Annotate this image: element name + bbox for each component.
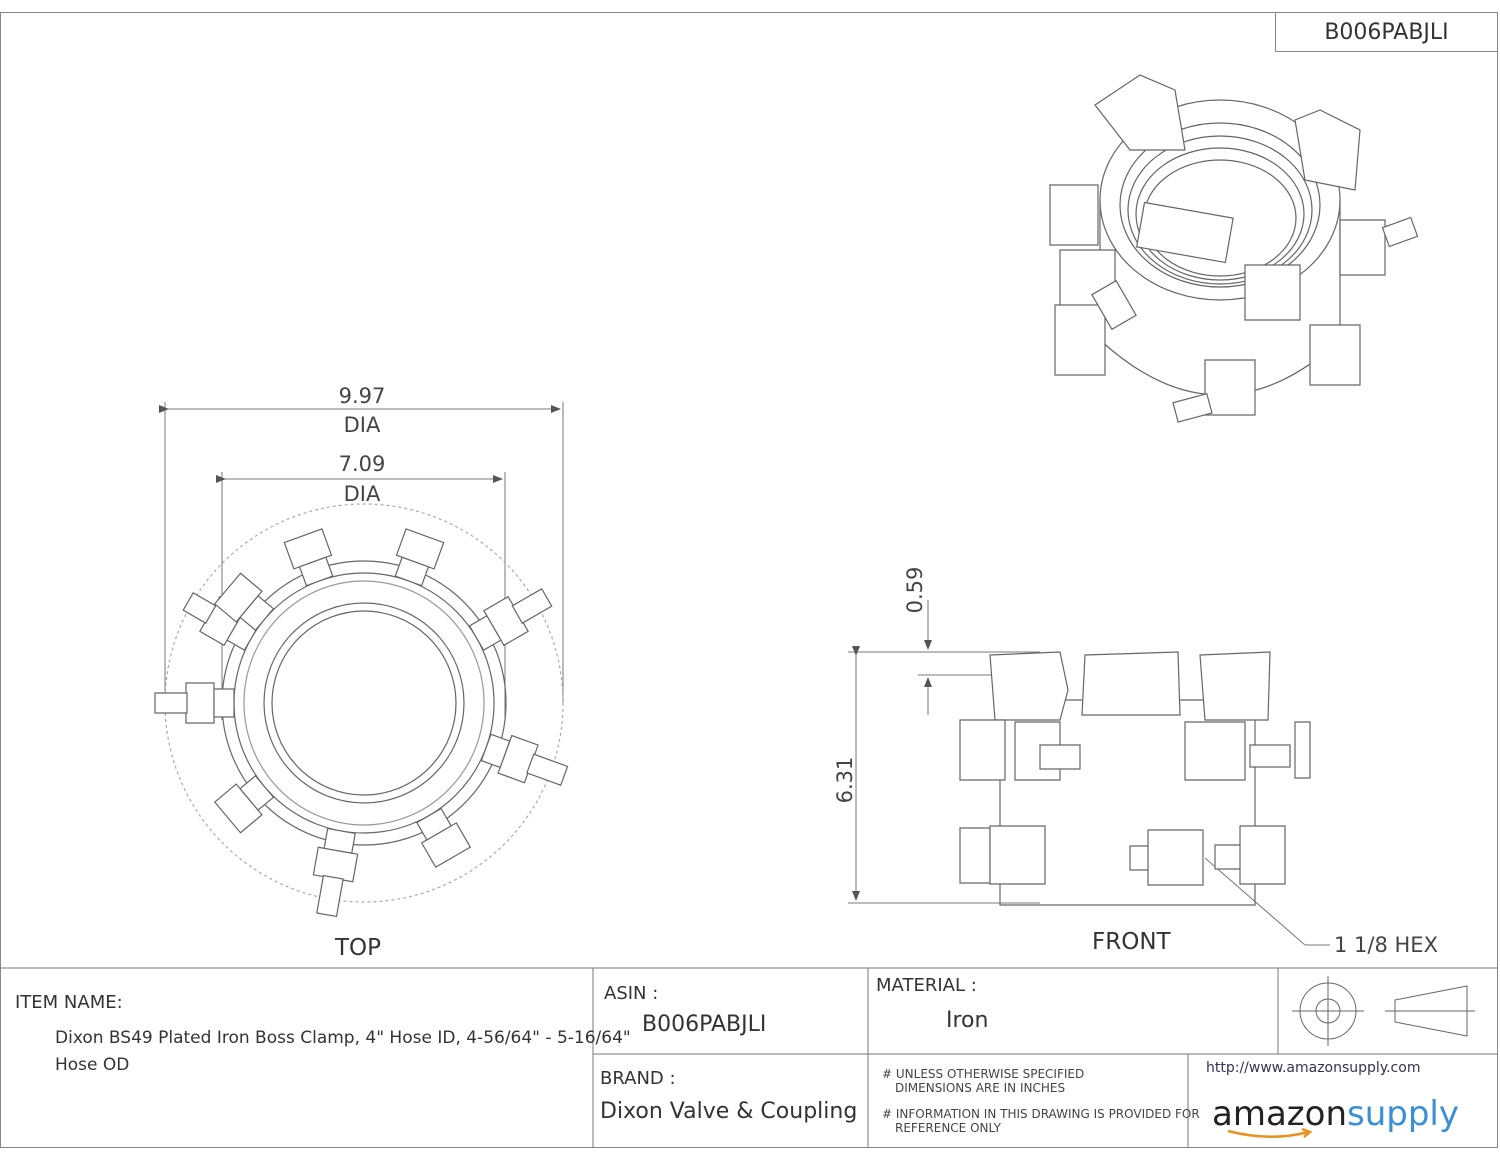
note1-line2: DIMENSIONS ARE IN INCHES	[895, 1081, 1066, 1095]
front-height-value: 6.31	[833, 756, 857, 804]
amazon-smile-icon	[1226, 1128, 1316, 1142]
top-view-bolts	[155, 529, 571, 918]
projection-symbol	[1292, 976, 1475, 1046]
logo-word-amazon: amazon	[1212, 1094, 1347, 1134]
front-view-clamp	[960, 652, 1310, 905]
item-name-line1: Dixon BS49 Plated Iron Boss Clamp, 4" Ho…	[55, 1028, 631, 1048]
title-block-grid	[0, 968, 1498, 1148]
front-view-label: FRONT	[1092, 929, 1171, 955]
note1-line1: # UNLESS OTHERWISE SPECIFIED	[882, 1067, 1085, 1081]
material-label: MATERIAL :	[876, 975, 977, 996]
brand-label: BRAND :	[600, 1068, 676, 1089]
inner-diameter-value: 7.09	[338, 452, 386, 476]
asin-id-box: B006PABJLI	[1275, 12, 1498, 52]
logo-word-supply: supply	[1347, 1094, 1459, 1134]
top-view-label: TOP	[335, 935, 382, 961]
item-name-label: ITEM NAME:	[15, 992, 123, 1013]
brand-value: Dixon Valve & Coupling	[600, 1099, 858, 1124]
amazonsupply-logo: amazonsupply	[1212, 1094, 1459, 1134]
material-value: Iron	[946, 1008, 989, 1033]
drawing-frame	[0, 12, 1498, 1148]
item-name-line2: Hose OD	[55, 1055, 130, 1075]
supplier-url[interactable]: http://www.amazonsupply.com	[1206, 1060, 1421, 1076]
note2-line2: REFERENCE ONLY	[895, 1121, 1001, 1135]
outer-diameter-unit: DIA	[343, 413, 381, 437]
asin-value: B006PABJLI	[642, 1012, 767, 1037]
isometric-view-clamp	[1050, 75, 1418, 422]
hex-callout: 1 1/8 HEX	[1334, 933, 1438, 957]
front-offset-value: 0.59	[903, 566, 927, 614]
asin-label: ASIN :	[604, 983, 659, 1004]
outer-diameter-value: 9.97	[338, 384, 386, 408]
top-view-dimensions	[159, 402, 563, 720]
inner-diameter-unit: DIA	[343, 482, 381, 506]
front-view-dimensions	[848, 600, 1330, 945]
note2-line1: # INFORMATION IN THIS DRAWING IS PROVIDE…	[882, 1107, 1200, 1121]
